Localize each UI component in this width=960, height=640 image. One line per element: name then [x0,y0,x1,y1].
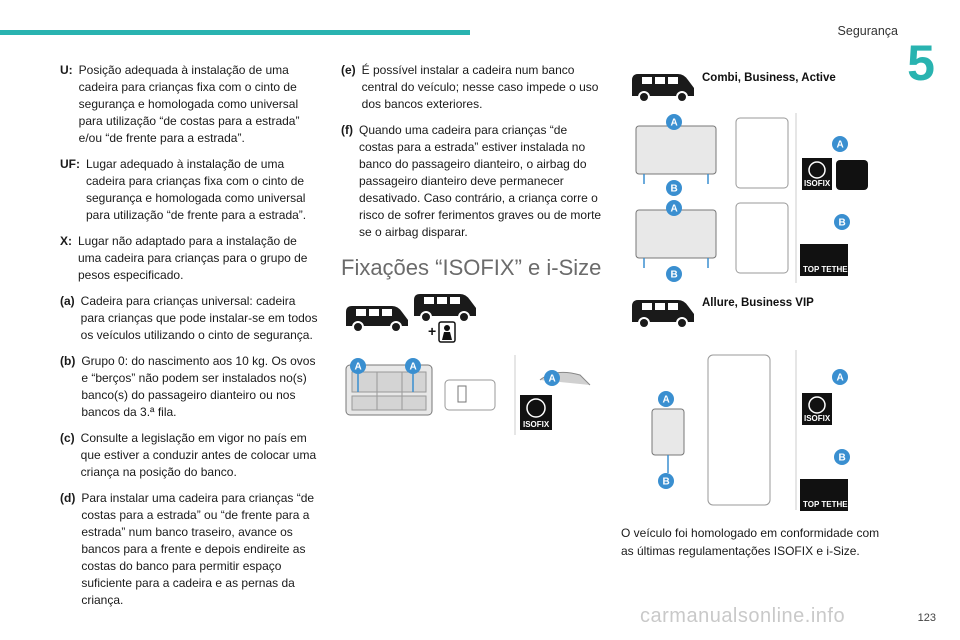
legend-text: Para instalar uma cadeira para crianças … [81,491,315,607]
isofix-seat-diagram: A A A ISOFIX [345,355,591,435]
isofix-seat-diagram-combi: A B A B A ISOFIX B TOP TETHER [635,113,868,283]
letter-a: A [837,373,844,384]
isofix-badge [802,158,832,190]
note-text: É possível instalar a cadeira num banco … [361,63,599,111]
letter-badge [666,114,682,130]
legend-item: U: Posição adequada à instalação de uma c… [60,62,322,147]
letter-a: A [671,118,678,129]
legend-text: Cadeira para crianças universal: cadeira… [80,294,318,342]
letter-badge [658,391,674,407]
legend-text: Lugar não adaptado para a instalação de … [78,234,308,282]
legend-key: (b) [60,354,76,368]
note-key: (f) [341,123,353,137]
letter-badge [666,266,682,282]
legend-key: X: [60,234,72,248]
legend-item: (d) Para instalar uma cadeira para crianç… [60,490,322,609]
legend-column: U: Posição adequada à instalação de uma c… [60,62,322,618]
van-icon [346,306,408,333]
legend-item: (c) Consulte a legislação em vigor no paí… [60,430,322,481]
letter-a: A [671,204,678,215]
isofix-label: ISOFIX [523,420,550,429]
note-text: Quando uma cadeira para crianças “de cos… [359,123,602,239]
van-icon [632,74,694,103]
letter-badge [544,370,560,386]
note-key: (e) [341,63,356,77]
letter-b: B [671,184,678,195]
legend-text: Lugar adequado à instalação de uma cadei… [86,157,307,222]
isofix-badge [520,395,552,430]
van-icon [632,300,694,329]
isofix-label: ISOFIX [804,179,831,188]
letter-a: A [355,362,362,373]
isofix-seat-diagram-allure: A B A ISOFIX B TOP TETHER [651,350,854,511]
isofix-heading: Fixações “ISOFIX” e i-Size [341,255,602,280]
letter-badge [666,180,682,196]
letter-a: A [837,140,844,151]
legend-key: (d) [60,491,76,505]
plus-passenger-icon: + [428,321,456,343]
watermark: carmanualsonline.info [640,605,846,627]
version-label: Allure, Business VIP [702,297,814,309]
letter-b: B [839,218,846,229]
letter-badge [666,200,682,216]
letter-badge [350,358,366,374]
letter-badge [658,473,674,489]
letter-b: B [839,453,846,464]
legend-key: UF: [60,157,80,171]
top-tether-badge [800,479,848,511]
legend-key: U: [60,63,73,77]
section-title: Segurança [837,24,898,38]
letter-a: A [410,362,417,373]
letter-b: B [663,477,670,488]
legend-text: Consulte a legislação em vigor no país e… [80,431,317,479]
note-item: (e) É possível instalar a cadeira num ban… [341,62,603,113]
letter-b: B [671,270,678,281]
letter-badge [832,369,848,385]
letter-a: A [549,374,556,385]
homologation-note: O veículo foi homologado em conformidade… [621,526,880,558]
note-item: (f) Quando uma cadeira para crianças “de … [341,122,603,241]
legend-item: (a) Cadeira para crianças universal: cade… [60,293,322,344]
letter-badge [832,136,848,152]
legend-text: Posição adequada à instalação de uma cad… [78,63,300,145]
legend-key: (c) [60,431,75,445]
top-tether-badge [800,244,848,276]
legend-key: (a) [60,294,75,308]
letter-a: A [663,395,670,406]
top-tether-label: TOP TETHER [803,500,854,509]
header-accent-bar [0,30,470,35]
letter-badge [834,449,850,465]
version-label: Combi, Business, Active [702,72,836,84]
notes-column: (e) É possível instalar a cadeira num ban… [341,62,603,250]
svg-text:+: + [428,323,436,339]
top-tether-label: TOP TETHER [803,265,854,274]
letter-badge [834,214,850,230]
legend-item: (b) Grupo 0: do nascimento aos 10 kg. Os … [60,353,322,421]
chapter-number: 5 [907,35,935,91]
page-number: 123 [917,612,936,624]
isofix-label: ISOFIX [804,414,831,423]
letter-badge [405,358,421,374]
legend-item: UF: Lugar adequado à instalação de uma ca… [60,156,322,224]
legend-text: Grupo 0: do nascimento aos 10 kg. Os ovo… [81,354,316,419]
van-icon [414,294,476,323]
isofix-badge [802,393,832,425]
legend-item: X: Lugar não adaptado para a instalação d… [60,233,322,284]
